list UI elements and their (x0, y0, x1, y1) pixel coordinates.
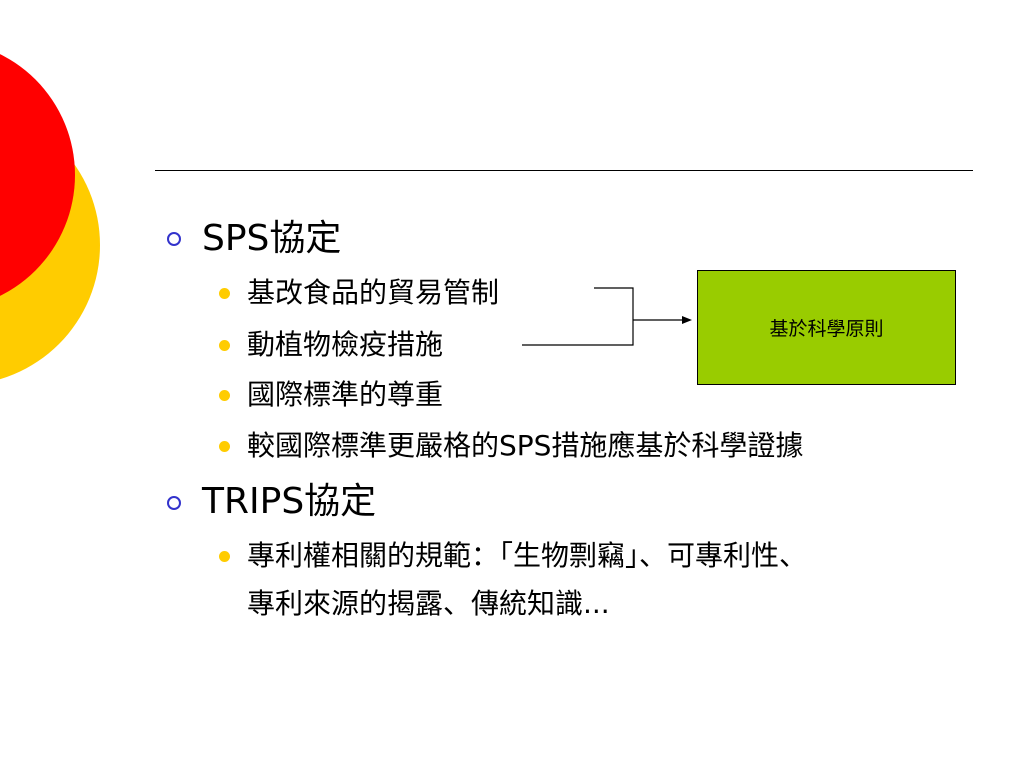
science-principle-callout: 基於科學原則 (697, 270, 956, 385)
decorative-circles (0, 54, 100, 380)
sub-item-patent-rules-line2: 專利來源的揭露、傳統知識... (247, 587, 610, 620)
arrow-head (682, 316, 692, 324)
sub-item-gmo-trade: 基改食品的貿易管制 (247, 276, 500, 309)
bullet-dot-icon (219, 390, 230, 401)
title-divider-line (155, 170, 973, 171)
bracket-line (522, 287, 634, 346)
bullet-dot-icon (219, 551, 230, 562)
bullet-dot-icon (219, 288, 230, 299)
sub-item-patent-rules-line1: 專利權相關的規範：「生物剽竊」、可專利性、 (247, 539, 808, 572)
bullet-trips-agreement: TRIPS協定 (202, 481, 377, 522)
sub-item-intl-standards: 國際標準的尊重 (247, 378, 444, 411)
sub-item-quarantine: 動植物檢疫措施 (247, 328, 444, 361)
bullet-dot-icon (219, 441, 230, 452)
sub-item-stricter-sps: 較國際標準更嚴格的SPS措施應基於科學證據 (247, 429, 804, 462)
red-circle (0, 54, 75, 296)
hollow-bullet-icon (167, 496, 181, 510)
bullet-sps-agreement: SPS協定 (202, 218, 342, 259)
hollow-bullet-icon (167, 232, 181, 246)
bullet-dot-icon (219, 340, 230, 351)
callout-label: 基於科學原則 (769, 318, 884, 340)
